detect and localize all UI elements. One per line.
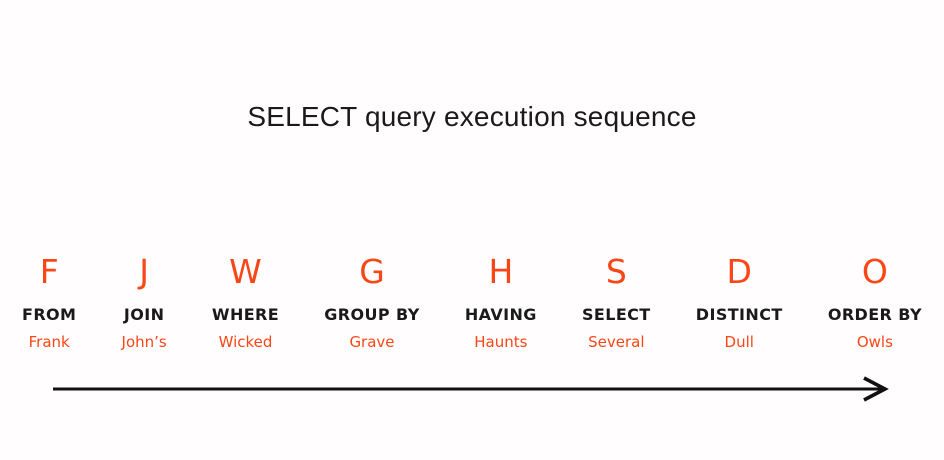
step-sql-keyword: SELECT	[581, 305, 651, 324]
step-mnemonic-word: Wicked	[218, 333, 273, 351]
execution-order-arrow	[52, 374, 892, 404]
step-initial-letter: F	[39, 252, 59, 291]
sequence-step: O ORDER BY Owls	[828, 252, 922, 351]
step-mnemonic-word: Several	[588, 333, 645, 351]
sequence-step: F FROM Frank	[22, 252, 76, 351]
sequence-step: W WHERE Wicked	[212, 252, 279, 351]
step-sql-keyword: HAVING	[464, 305, 537, 324]
sequence-step: D DISTINCT Dull	[696, 252, 783, 351]
sequence-step: G GROUP BY Grave	[324, 252, 419, 351]
step-initial-letter: G	[359, 252, 385, 291]
right-arrow-icon	[53, 376, 889, 402]
step-mnemonic-word: Frank	[28, 333, 70, 351]
step-sql-keyword: FROM	[22, 305, 77, 324]
sequence-step: J JOIN John’s	[122, 252, 167, 351]
step-mnemonic-word: Grave	[349, 333, 395, 351]
step-sql-keyword: GROUP BY	[324, 305, 420, 324]
step-sql-keyword: JOIN	[123, 305, 165, 324]
step-initial-letter: H	[488, 252, 514, 291]
step-mnemonic-word: John’s	[121, 333, 167, 351]
step-mnemonic-word: Dull	[724, 333, 754, 351]
step-initial-letter: J	[139, 252, 149, 291]
step-mnemonic-word: Owls	[856, 333, 893, 351]
sequence-row: F FROM Frank J JOIN John’s W WHERE Wicke…	[0, 252, 944, 351]
step-sql-keyword: DISTINCT	[695, 305, 783, 324]
step-initial-letter: W	[229, 252, 262, 291]
step-mnemonic-word: Haunts	[474, 333, 528, 351]
page-title: SELECT query execution sequence	[247, 101, 697, 132]
step-initial-letter: D	[726, 252, 752, 291]
step-sql-keyword: ORDER BY	[827, 305, 922, 324]
sequence-step: H HAVING Haunts	[465, 252, 537, 351]
step-sql-keyword: WHERE	[211, 305, 280, 324]
step-initial-letter: S	[605, 252, 627, 291]
sequence-step: S SELECT Several	[582, 252, 651, 351]
step-initial-letter: O	[861, 252, 888, 291]
